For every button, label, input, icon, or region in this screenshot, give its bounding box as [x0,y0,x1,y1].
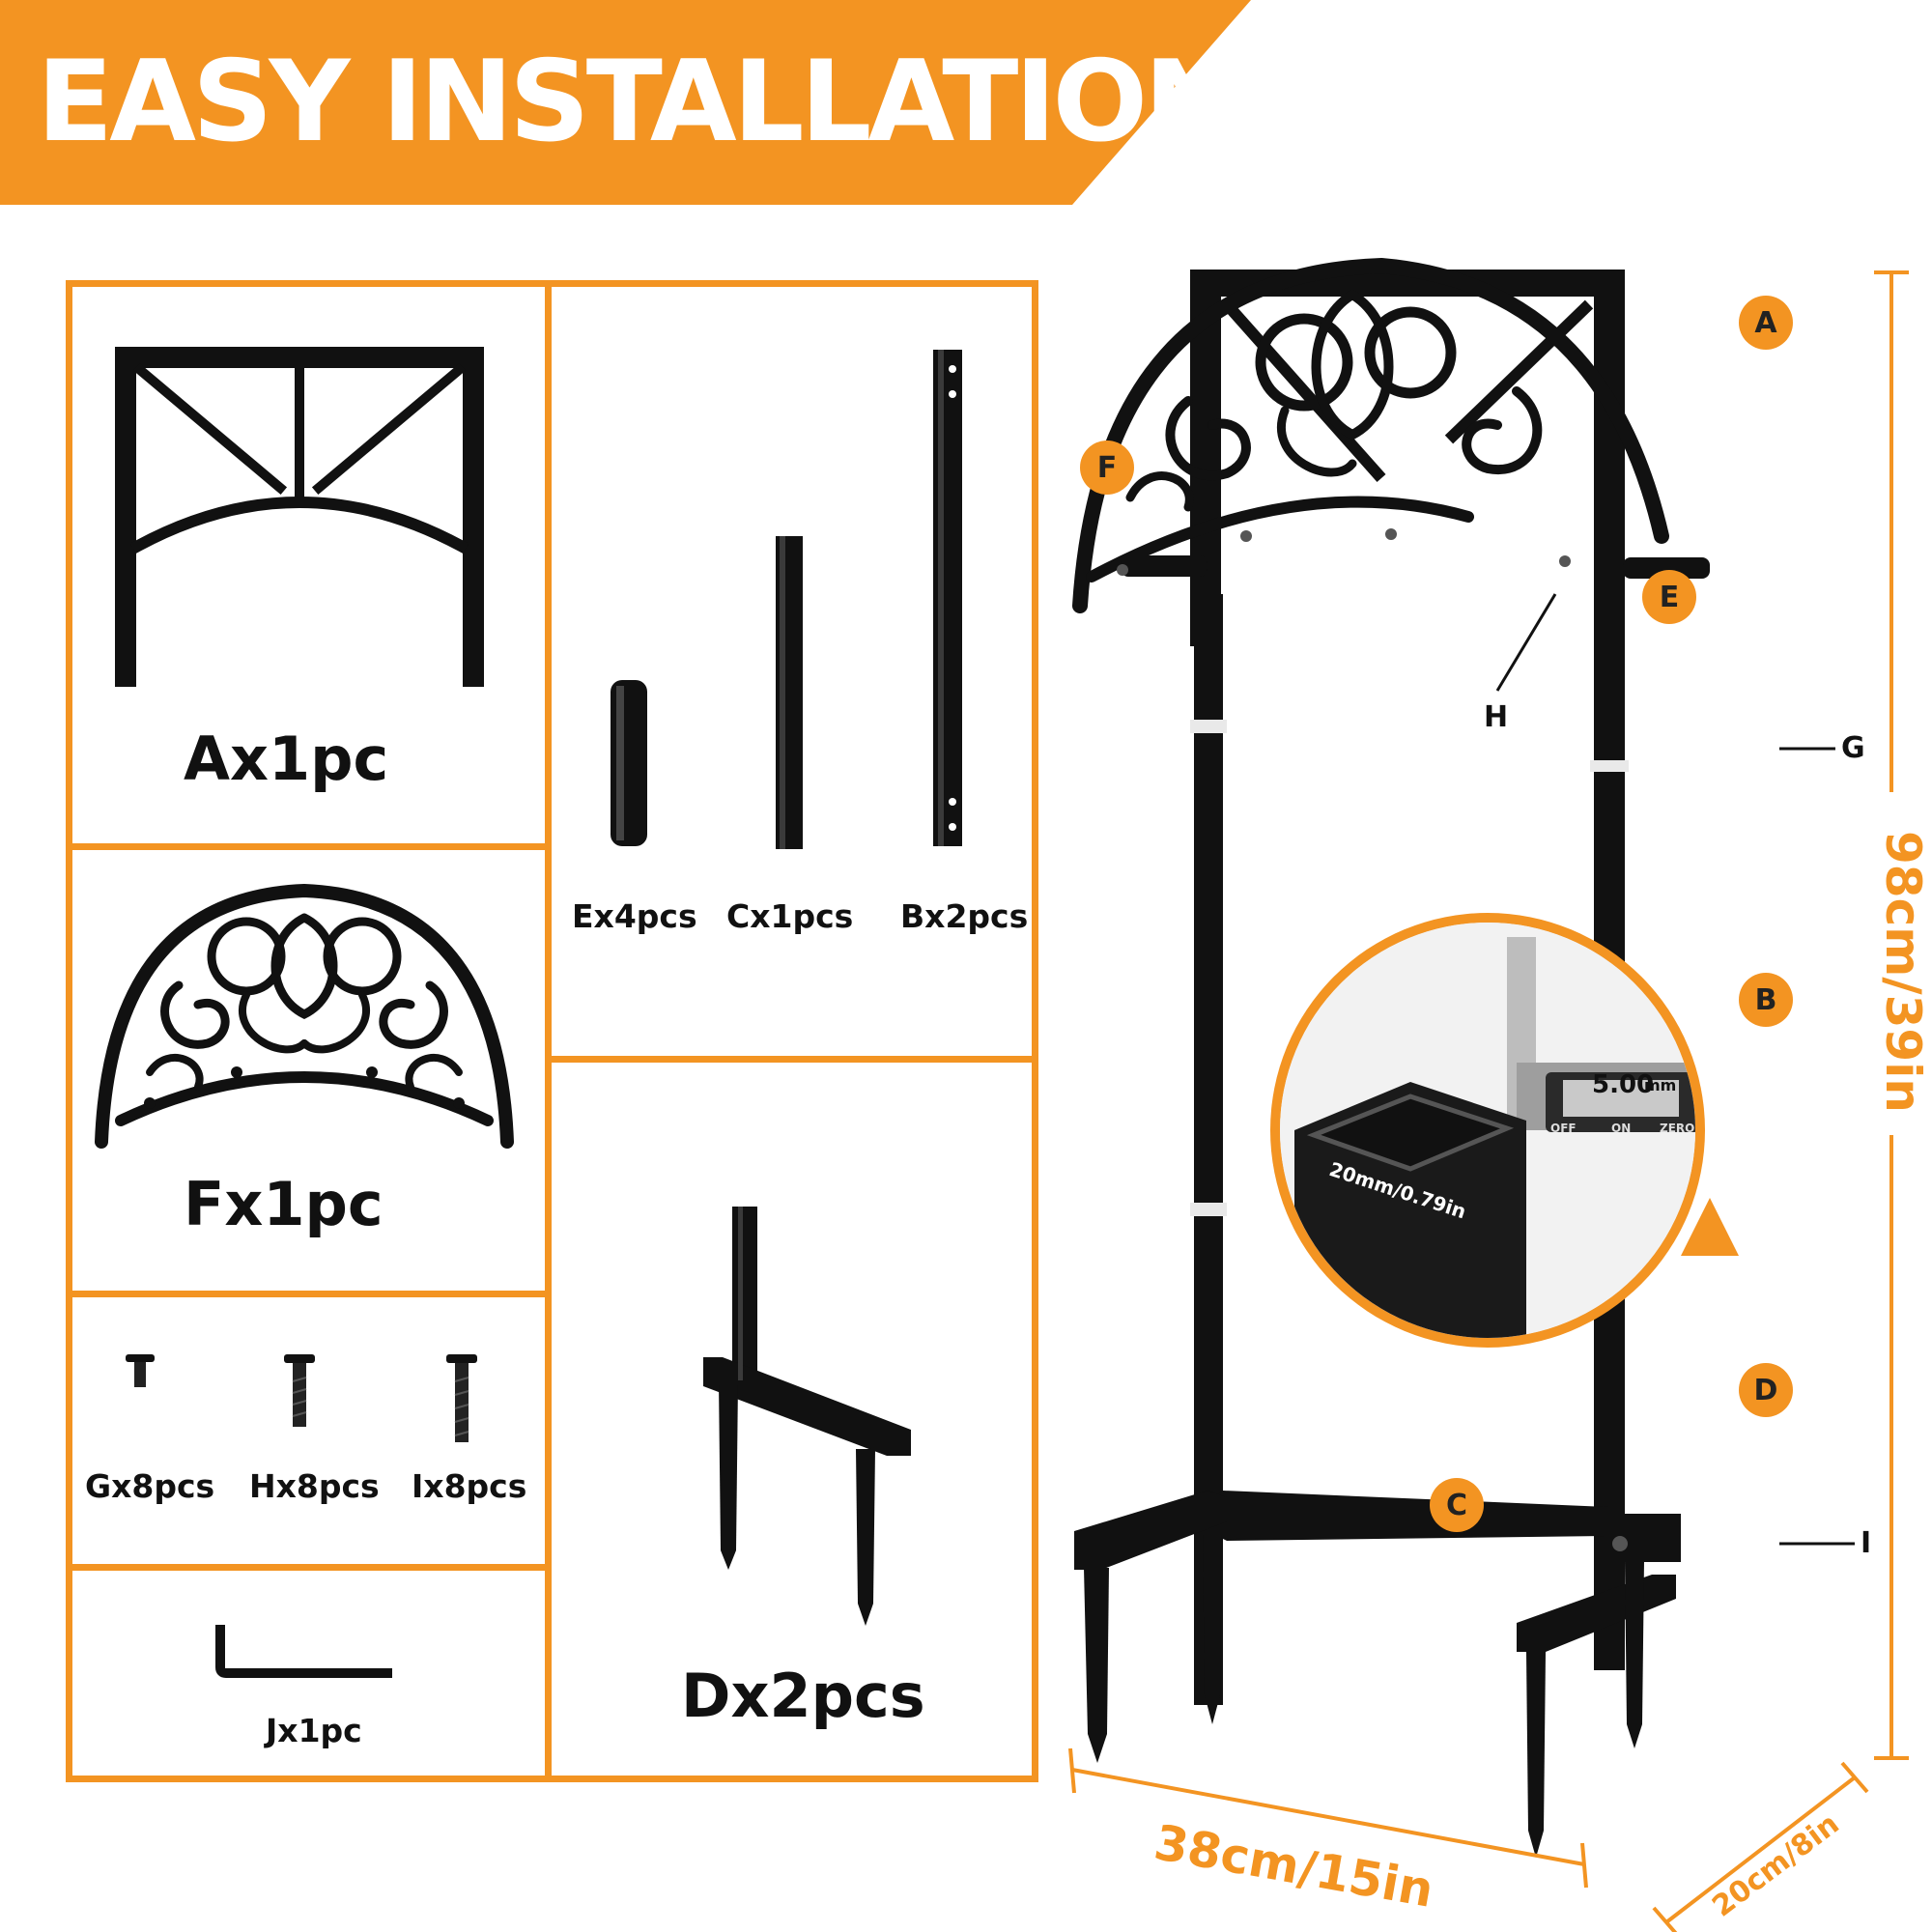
part-i-screw [446,1354,477,1442]
parts-cell-d [545,1056,1038,1782]
part-j-label: Jx1pc [266,1712,362,1749]
callout-label-h: H [1484,700,1509,734]
part-e-label: Ex4pcs [572,897,697,935]
part-g-label: Gx8pcs [85,1467,215,1505]
part-a-label: Ax1pc [184,724,389,794]
assembled-hose-stand [1072,257,1710,1858]
part-b-label: Bx2pcs [900,897,1029,935]
callout-label-i: I [1861,1526,1872,1560]
tube-thickness-inset [1270,913,1739,1348]
callout-label-g: G [1841,731,1865,765]
banner-background [0,0,1251,205]
callout-badge-d: D [1739,1363,1793,1417]
callout-badge-a: A [1739,296,1793,350]
part-f-decorative-arch [95,883,514,1149]
part-f-label: Fx1pc [184,1169,384,1239]
callout-badge-e: E [1642,570,1696,624]
callout-badge-f: F [1080,440,1134,495]
part-e-tube [611,680,647,846]
caliper-button-off: OFF [1550,1122,1577,1135]
part-d-ground-stake [703,1207,911,1626]
part-c-bar [776,536,803,849]
caliper-button-on: ON [1611,1122,1632,1135]
height-dimension-label: 98cm/39in [1875,831,1931,1113]
part-b-long-bar [933,350,962,846]
part-h-screw [284,1354,315,1427]
part-i-label: Ix8pcs [412,1467,527,1505]
caliper-button-zero: ZERO [1660,1122,1695,1135]
caliper-reading: 5.00 [1592,1070,1655,1099]
callout-badge-c: C [1430,1478,1484,1532]
caliper-unit: mm [1644,1076,1677,1094]
callout-badge-b: B [1739,973,1793,1027]
part-a-top-frame [115,347,484,687]
part-h-label: Hx8pcs [249,1467,380,1505]
part-c-label: Cx1pcs [726,897,854,935]
part-j-hex-key [215,1625,392,1678]
part-d-label: Dx2pcs [681,1661,925,1731]
page-title: EASY INSTALLATION [37,37,1237,167]
part-g-screw [126,1354,155,1387]
